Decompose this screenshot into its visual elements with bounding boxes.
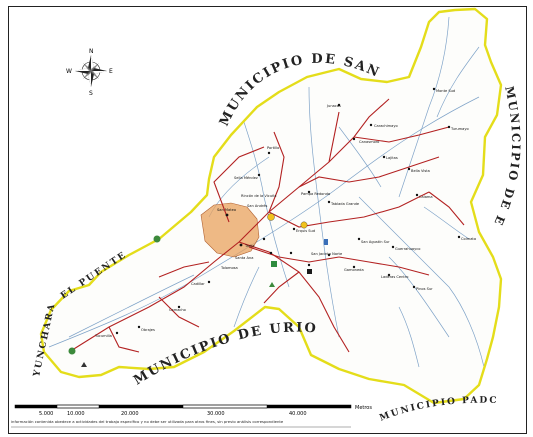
rivers <box>48 16 485 368</box>
town-label: Rincón de la Vicuña <box>241 194 276 198</box>
town-label: Erquis Sud <box>296 229 315 233</box>
town-label: Carachimayo <box>374 124 398 128</box>
town-label: Bella Vista <box>411 169 430 173</box>
town-label: Gamoneda <box>344 268 364 272</box>
compass-north: N <box>89 48 94 55</box>
town-label: Junacas <box>326 104 341 108</box>
scale-unit: Metros <box>355 405 372 411</box>
scale-tick-label: 20.000 <box>121 411 139 417</box>
town-label: Santa Ana <box>235 256 253 260</box>
town-label: Calama <box>419 195 433 199</box>
town-label: San Agustín Sur <box>361 240 390 244</box>
town-markers <box>115 87 461 335</box>
town-label: Guerrahuayco <box>395 247 420 251</box>
scale-bar: 5.000 10.000 20.000 30.000 40.000 Metros <box>14 404 372 417</box>
town-label: Cadillar <box>191 282 205 286</box>
map-symbols <box>68 213 328 367</box>
region-boundary <box>39 7 503 405</box>
town-label: Tarija <box>244 244 254 248</box>
scale-tick-label: 40.000 <box>289 411 307 417</box>
town-label: Laderas Centro <box>381 275 408 279</box>
compass-west: W <box>66 68 72 75</box>
town-label: Canasmoro <box>359 140 379 144</box>
map-frame: San Mateo Tarija San Jacinto Norte Santa… <box>8 6 527 434</box>
town-label: Tablada Grande <box>330 202 360 206</box>
scale-tick-label: 5.000 <box>39 411 53 417</box>
town-labels: San Mateo Tarija San Jacinto Norte Santa… <box>94 89 476 338</box>
town-label: San Mateo <box>217 208 236 212</box>
disclaimer-text: información contenida obedece a activida… <box>11 419 284 424</box>
town-label: Pampa Redonda <box>301 192 330 196</box>
town-label: Portillo <box>267 146 279 150</box>
disclaimer-faded-line <box>11 426 351 428</box>
town-label: Pinos Sur <box>416 287 433 291</box>
town-label: San Andrés <box>247 204 268 208</box>
town-label: Obrajes <box>141 328 155 332</box>
town-label: Tucumilla <box>94 334 112 338</box>
compass-rose: N S E W <box>66 48 113 97</box>
town-label: San Jacinto Norte <box>311 252 343 256</box>
town-label: Coimata <box>461 237 476 241</box>
town-label: Monte Sud <box>436 89 455 93</box>
scale-tick-label: 10.000 <box>67 411 85 417</box>
compass-east: E <box>109 68 113 75</box>
cercado-municipality-map: San Mateo Tarija San Jacinto Norte Santa… <box>9 7 521 428</box>
compass-south: S <box>89 90 93 97</box>
town-label: Lajitas <box>386 156 398 160</box>
town-label: Sella Méndez <box>234 176 258 180</box>
road-network <box>68 98 465 353</box>
town-label: Camacho <box>169 308 186 312</box>
town-label: Turumayo <box>450 127 469 131</box>
scale-tick-label: 30.000 <box>207 411 225 417</box>
town-label: Tolomosa <box>220 266 238 270</box>
